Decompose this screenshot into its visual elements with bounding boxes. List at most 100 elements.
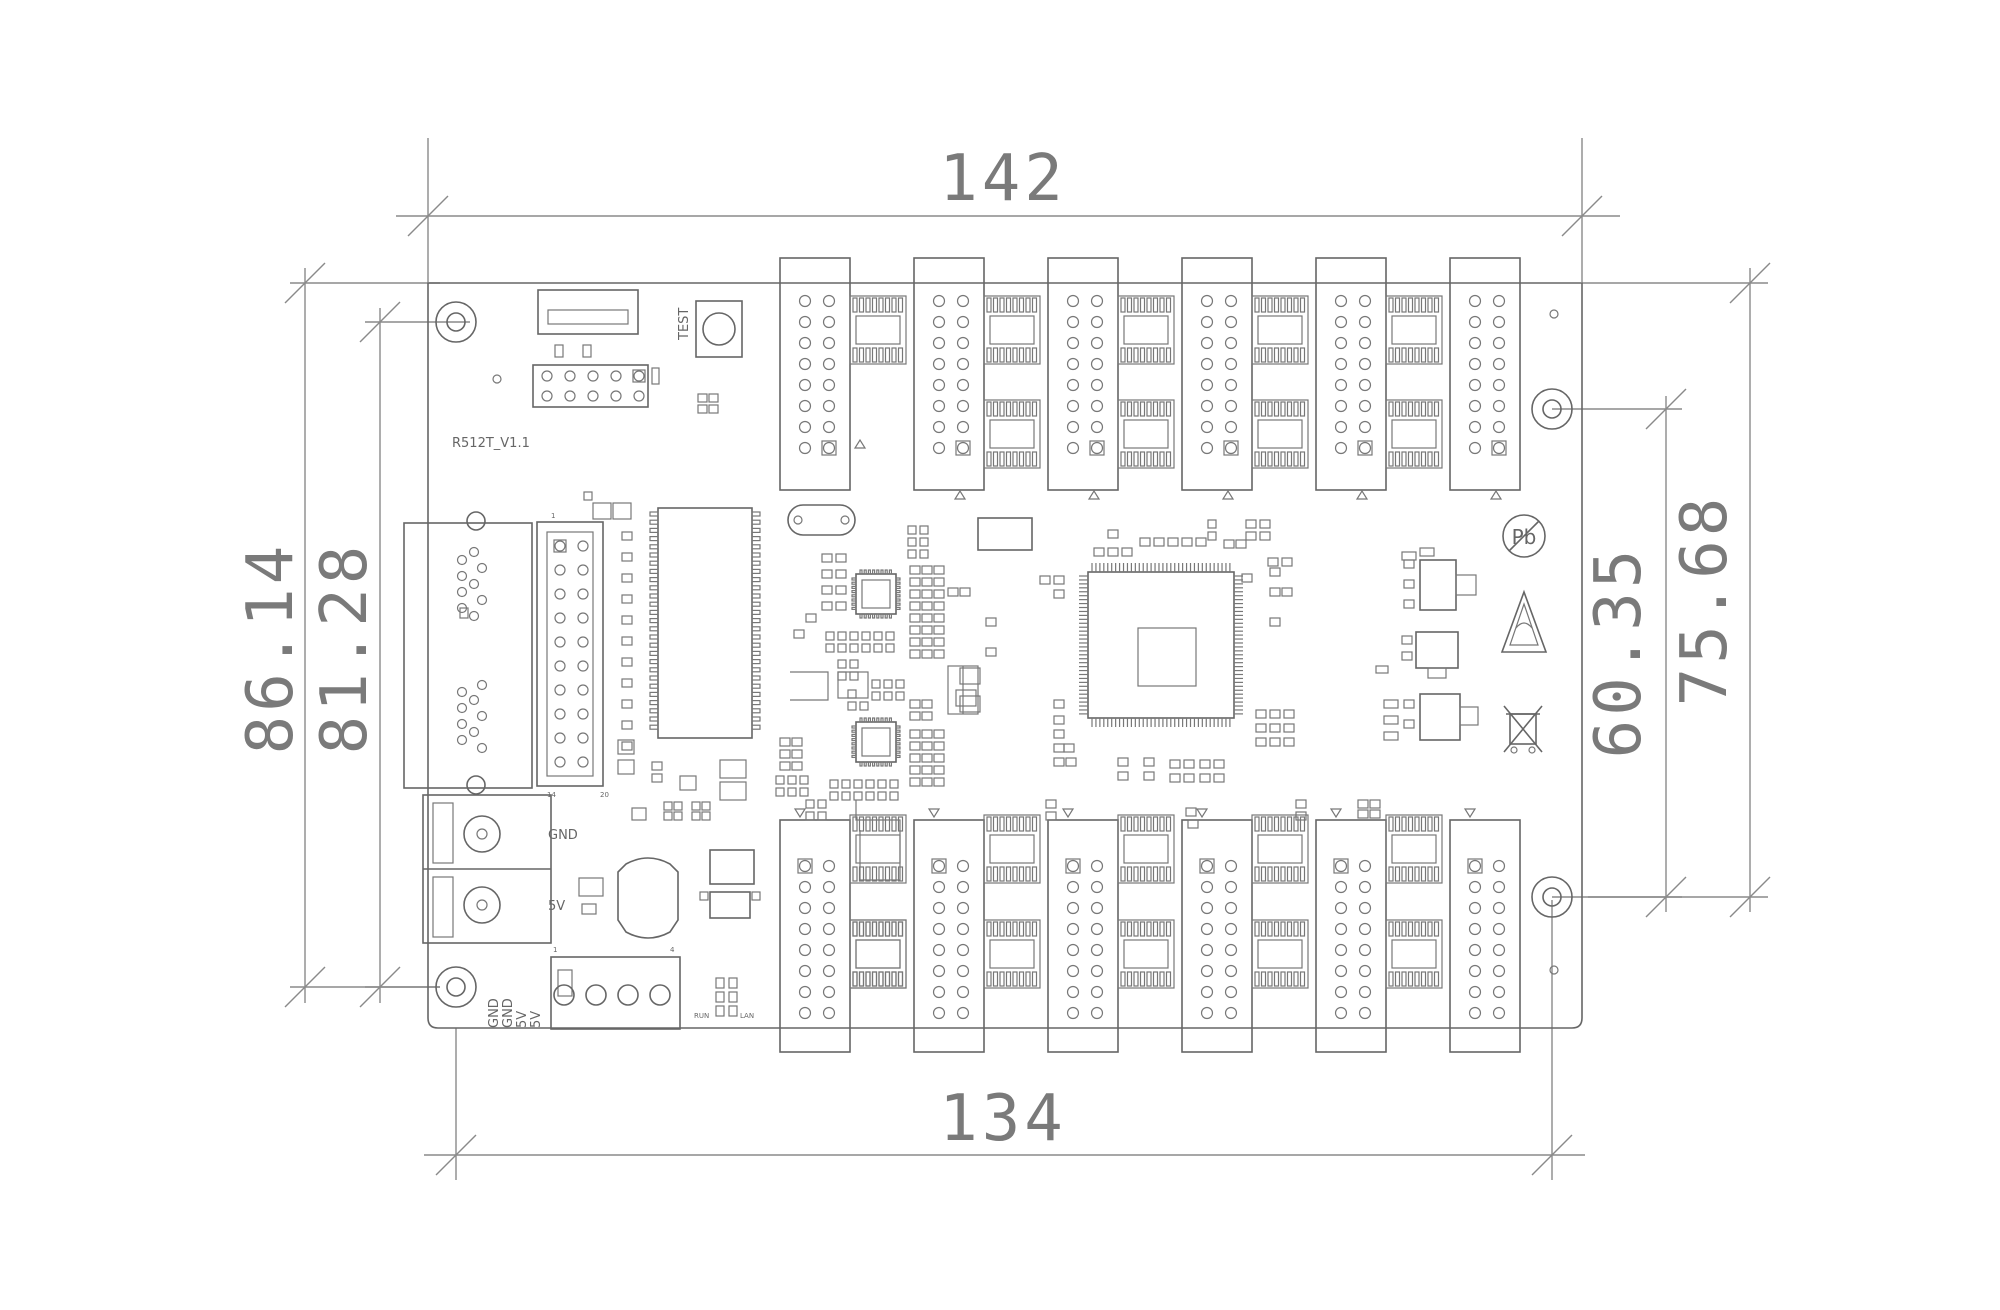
pin-pad xyxy=(1090,378,1104,392)
pin-pad xyxy=(1358,315,1372,329)
smd-component xyxy=(1269,587,1281,597)
qfn-pin xyxy=(851,589,857,594)
pin-pad xyxy=(932,378,946,392)
smd-component xyxy=(1065,757,1077,767)
pin-1-pad xyxy=(553,539,567,553)
dimension-right-outer: 75.68 xyxy=(1582,262,1771,918)
buffer-pin xyxy=(1414,347,1420,363)
pin-pad xyxy=(633,390,645,402)
buffer-ic xyxy=(983,295,1041,365)
qfn-pin xyxy=(859,569,863,575)
pin-pad xyxy=(1066,315,1080,329)
buffer-pin xyxy=(999,866,1005,882)
buffer-pin xyxy=(865,921,871,937)
pin-pad xyxy=(1334,357,1348,371)
qfn-pin xyxy=(867,613,872,619)
buffer-pin xyxy=(1388,347,1394,363)
buffer-pin xyxy=(1260,866,1267,882)
ic-pin xyxy=(649,560,659,566)
smd-resistor xyxy=(621,531,633,541)
buffer-pin xyxy=(1388,971,1394,987)
ic-pin xyxy=(649,552,659,558)
buffer-pin xyxy=(1254,347,1260,363)
buffer-pin xyxy=(1407,347,1414,363)
buffer-pin xyxy=(1401,866,1407,882)
pin-pad xyxy=(468,610,480,622)
smd-component xyxy=(1185,807,1197,817)
gnd-terminal-label: GND xyxy=(548,828,578,843)
pin-pad xyxy=(587,370,599,382)
ic-pin xyxy=(649,626,659,632)
pin-pad xyxy=(1334,859,1348,873)
smd-component xyxy=(1357,799,1369,809)
pin-pad xyxy=(554,540,566,552)
pin-pad xyxy=(798,880,812,894)
test-button: TEST xyxy=(677,300,743,414)
smd-component xyxy=(919,525,929,535)
qfn-pin xyxy=(851,729,857,733)
smd-component xyxy=(1295,799,1307,809)
ic-pin xyxy=(751,576,761,583)
fpga-chip xyxy=(1079,563,1243,727)
buffer-pin xyxy=(878,816,884,832)
buffer-pin xyxy=(1120,816,1126,832)
buffer-pin xyxy=(1293,347,1299,363)
buffer-core xyxy=(1257,834,1303,864)
smd-resistor xyxy=(621,594,633,604)
smd-component xyxy=(805,613,817,623)
smd-resistor xyxy=(583,491,593,501)
pin-pad xyxy=(1066,985,1080,999)
buffer-pin xyxy=(1280,866,1286,882)
smd-resistor xyxy=(621,552,633,562)
buffer-pin xyxy=(1407,451,1414,467)
buffer-pin xyxy=(1152,297,1159,313)
qfn-pin xyxy=(863,717,867,723)
qfn-pin xyxy=(867,761,872,767)
capacitor xyxy=(617,739,635,755)
pin-1-pad xyxy=(1065,858,1081,874)
pin-pad xyxy=(476,710,488,722)
buffer-ic xyxy=(983,919,1041,989)
smd-component xyxy=(1207,531,1217,541)
buffer-pin xyxy=(1427,921,1433,937)
smd-component xyxy=(775,775,785,785)
buffer-pin xyxy=(1126,297,1133,313)
pin-pad xyxy=(541,390,553,402)
test-button-label: TEST xyxy=(677,308,692,341)
smd-component xyxy=(921,601,933,611)
pin-pad xyxy=(798,399,812,413)
smd-component xyxy=(837,671,847,681)
pin-pad xyxy=(1224,357,1238,371)
smd-component xyxy=(907,525,917,535)
pin-pad xyxy=(468,726,480,738)
pin-pad xyxy=(1492,399,1506,413)
qfn-pin xyxy=(884,613,888,619)
smd-component xyxy=(849,671,859,681)
buffer-body xyxy=(1117,399,1175,469)
smd-component xyxy=(909,625,921,635)
buffer-pin xyxy=(1126,921,1133,937)
pin-pad xyxy=(554,636,566,648)
buffer-body xyxy=(849,919,907,989)
pin-pad xyxy=(1066,378,1080,392)
buffer-pin xyxy=(1394,816,1401,832)
smd-component xyxy=(835,585,847,595)
pin-pad xyxy=(1090,357,1104,371)
pin-1-pad xyxy=(1467,858,1483,874)
smd-component xyxy=(1117,757,1129,767)
buffer-core xyxy=(855,834,901,864)
smd-component xyxy=(799,787,809,797)
pin-1-pad xyxy=(459,607,469,619)
ic-pin xyxy=(649,544,659,550)
pin-pad xyxy=(1468,357,1482,371)
pin-pad xyxy=(1200,943,1214,957)
ic-pin xyxy=(649,716,659,722)
board-outline xyxy=(427,282,1583,1029)
buffer-pin xyxy=(1433,866,1440,882)
buffer-pin xyxy=(1031,347,1038,363)
pin-pad xyxy=(1224,943,1238,957)
pin-pad xyxy=(1090,964,1104,978)
smd-component xyxy=(909,649,921,659)
pin-1-pad xyxy=(632,369,646,383)
buffer-pin xyxy=(891,866,897,882)
